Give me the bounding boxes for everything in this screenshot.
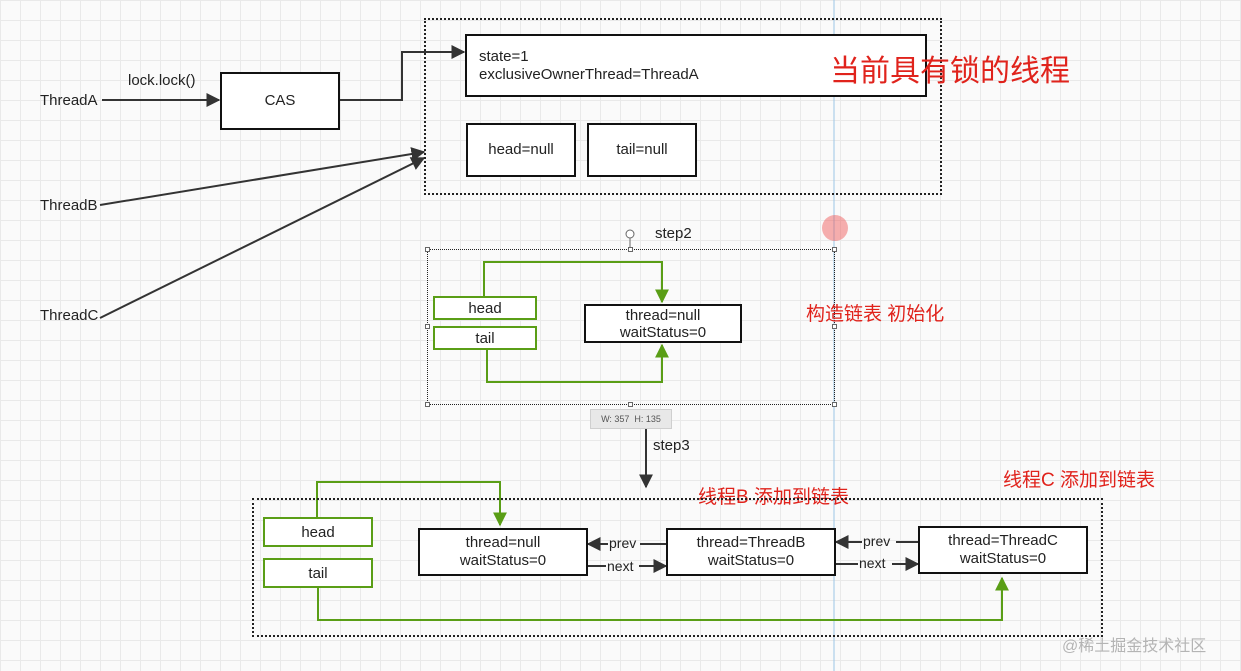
step3-tail-link	[317, 576, 1009, 621]
owner-note: 当前具有锁的线程	[830, 55, 1070, 88]
resize-handle-br[interactable]	[832, 402, 837, 407]
step2-head-link	[483, 261, 669, 308]
next-label-2: next	[859, 555, 886, 571]
head-null-label: head=null	[488, 141, 554, 158]
node1-thread: thread=null	[465, 534, 541, 551]
state-value: state=1	[479, 47, 529, 65]
node2-wait: waitStatus=0	[707, 552, 795, 569]
tail-null-label: tail=null	[616, 141, 668, 158]
resize-handle-tl[interactable]	[425, 247, 430, 252]
step3-node-2[interactable]: thread=ThreadB waitStatus=0	[666, 528, 836, 576]
step2-tail-label: tail	[475, 329, 495, 347]
next-label-1: next	[607, 558, 634, 574]
step2-head-box[interactable]: head	[433, 296, 537, 320]
cas-label: CAS	[264, 92, 296, 109]
lock-call-label: lock.lock()	[128, 72, 196, 89]
prev-label-2: prev	[863, 533, 891, 549]
step2-node-thread: thread=null	[625, 306, 701, 324]
prev-label-1: prev	[609, 535, 637, 551]
step3-head-box[interactable]: head	[263, 517, 373, 547]
step3-tail-box[interactable]: tail	[263, 558, 373, 588]
lock-state-container	[424, 18, 942, 195]
step2-note: 构造链表 初始化	[806, 304, 945, 325]
resize-handle-tm[interactable]	[628, 247, 633, 252]
head-null-box[interactable]: head=null	[466, 123, 576, 177]
resize-handle-bl[interactable]	[425, 402, 430, 407]
step2-head-label: head	[468, 299, 502, 317]
resize-handle-tr[interactable]	[832, 247, 837, 252]
cas-box[interactable]: CAS	[220, 72, 340, 130]
thread-c-label: ThreadC	[40, 307, 99, 324]
thread-b-label: ThreadB	[40, 197, 98, 214]
node2-thread: thread=ThreadB	[696, 534, 806, 551]
step2-tail-link	[486, 343, 669, 383]
node1-wait: waitStatus=0	[459, 552, 547, 569]
step3-node-1[interactable]: thread=null waitStatus=0	[418, 528, 588, 576]
tail-null-box[interactable]: tail=null	[587, 123, 697, 177]
step3-head-link	[316, 481, 507, 527]
state-box[interactable]: state=1 exclusiveOwnerThread=ThreadA	[465, 34, 927, 97]
step3-head-label: head	[301, 523, 335, 541]
thread-a-label: ThreadA	[40, 92, 98, 109]
thread-b-arrow	[99, 147, 426, 206]
step3-note-b: 线程B 添加到链表	[698, 487, 849, 508]
thread-c-arrow	[99, 157, 426, 319]
size-tooltip: W: 357 H: 135	[590, 409, 672, 429]
step2-node-wait: waitStatus=0	[619, 323, 707, 341]
step3-container	[252, 498, 1103, 637]
step3-label: step3	[653, 437, 690, 454]
node3-thread: thread=ThreadC	[948, 532, 1058, 549]
pointer-highlight	[822, 215, 848, 241]
watermark: @稀土掘金技术社区	[1062, 638, 1207, 655]
step3-tail-label: tail	[308, 564, 328, 582]
cas-arrow	[340, 45, 466, 101]
step2-tail-box[interactable]: tail	[433, 326, 537, 350]
step2-node[interactable]: thread=null waitStatus=0	[584, 304, 742, 343]
resize-handle-ml[interactable]	[425, 324, 430, 329]
owner-value: exclusiveOwnerThread=ThreadA	[479, 65, 699, 83]
step3-note-c: 线程C 添加到链表	[1003, 470, 1156, 491]
step3-node-3[interactable]: thread=ThreadC waitStatus=0	[918, 526, 1088, 574]
rotate-handle	[625, 229, 635, 239]
node3-wait: waitStatus=0	[959, 550, 1047, 567]
resize-handle-bm[interactable]	[628, 402, 633, 407]
resize-handle-mr[interactable]	[832, 324, 837, 329]
step2-label: step2	[655, 225, 692, 242]
